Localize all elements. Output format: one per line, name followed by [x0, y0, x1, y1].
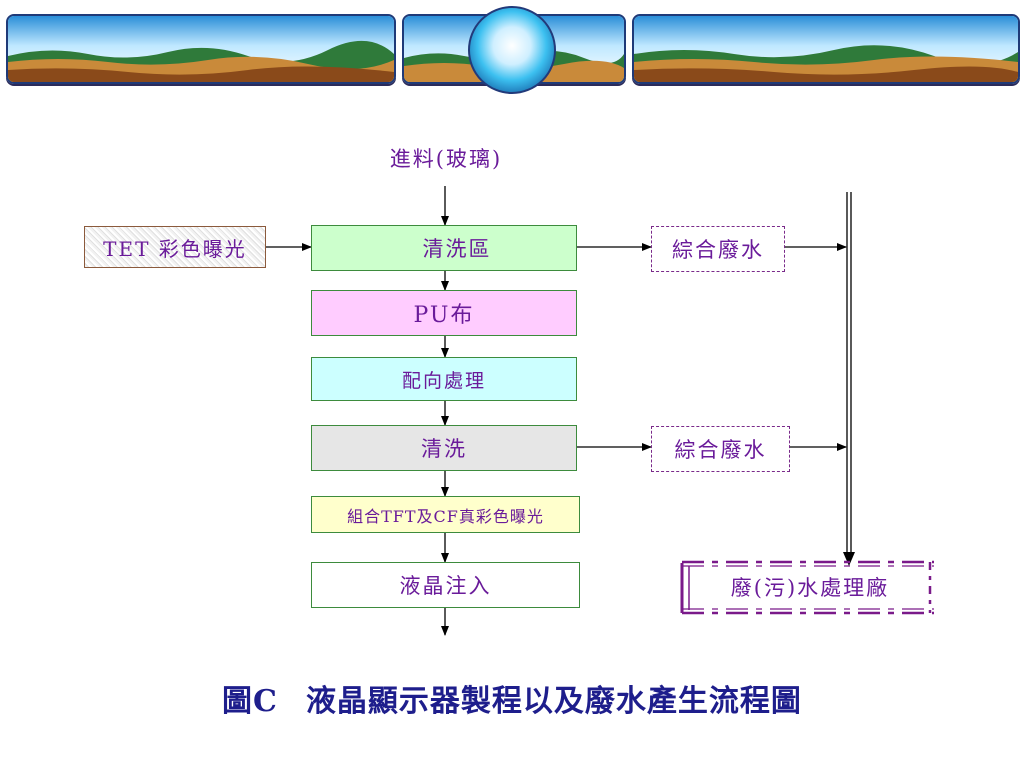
figure-caption-title: 液晶顯示器製程以及廢水產生流程圖	[305, 684, 802, 719]
liquid-crystal-box: 液晶注入	[311, 562, 580, 608]
wastewater-box-2: 綜合廢水	[651, 426, 790, 472]
tet-exposure-box: TET 彩色曝光	[84, 226, 266, 268]
wastewater-label-1: 綜合廢水	[672, 238, 764, 262]
treatment-plant-label: 廢(污)水處理廠	[730, 576, 890, 600]
treatment-plant-frame	[680, 560, 934, 615]
wash-label: 清洗	[421, 437, 467, 461]
globe-icon	[468, 6, 556, 94]
tet-exposure-label: TET 彩色曝光	[103, 236, 247, 261]
assembly-label: 組合TFT及CF真彩色曝光	[347, 506, 544, 526]
assembly-box: 組合TFT及CF真彩色曝光	[311, 496, 580, 533]
treatment-plant-box: 廢(污)水處理廠	[692, 566, 928, 608]
header-banner-left	[6, 14, 396, 84]
pu-cloth-label: PU布	[413, 303, 475, 328]
liquid-crystal-label: 液晶注入	[399, 574, 492, 598]
wastewater-box-1: 綜合廢水	[651, 226, 785, 272]
wash-box: 清洗	[311, 425, 577, 471]
header-banner-right	[632, 14, 1020, 84]
pu-cloth-box: PU布	[311, 290, 577, 336]
feed-label: 進料(玻璃)	[389, 147, 503, 171]
figure-caption: 圖C 液晶顯示器製程以及廢水產生流程圖	[0, 676, 1024, 720]
arrow-trunk-to-plant	[843, 552, 855, 566]
wash-area-label: 清洗區	[422, 237, 492, 261]
alignment-label: 配向處理	[401, 369, 486, 392]
wastewater-label-2: 綜合廢水	[674, 438, 767, 462]
alignment-box: 配向處理	[311, 357, 577, 401]
figure-caption-prefix: 圖C	[222, 684, 278, 719]
wash-area-box: 清洗區	[311, 225, 577, 271]
